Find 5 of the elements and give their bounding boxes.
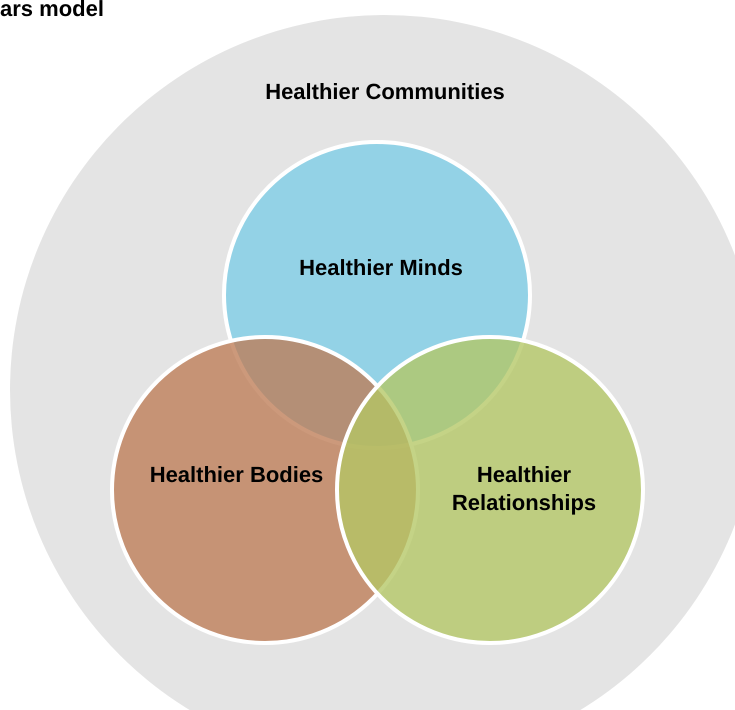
circle-label: Healthier Minds xyxy=(298,254,464,282)
circle-label: Healthier Communities xyxy=(264,78,506,106)
circle-label: Healthier Bodies xyxy=(148,461,324,489)
circle-label: Healthier Relationships xyxy=(450,461,598,517)
title: ars model xyxy=(0,0,104,22)
